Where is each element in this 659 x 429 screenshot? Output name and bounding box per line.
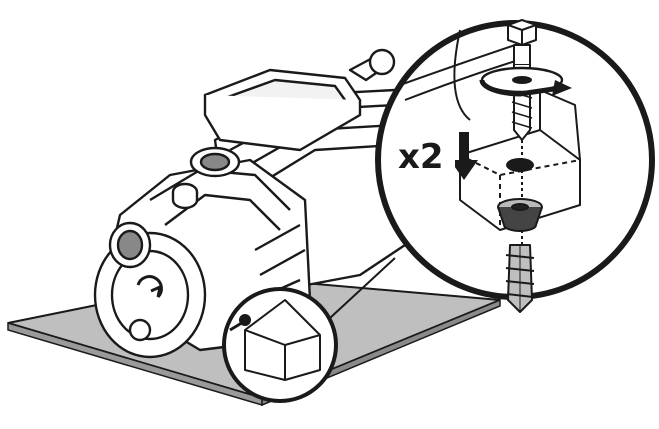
quantity-label: x2 [398, 137, 444, 177]
rubber-spacer [497, 198, 543, 232]
mounting-foot [229, 299, 321, 381]
mounting-foot-block [459, 89, 581, 231]
bolt-detail-callout: x2 [375, 19, 655, 313]
mounting-foot-detail [222, 257, 396, 403]
rotation-arrow-icon [479, 79, 572, 97]
down-arrow-icon [450, 132, 478, 180]
count-label-background [393, 132, 455, 176]
wall-plug [505, 244, 535, 313]
